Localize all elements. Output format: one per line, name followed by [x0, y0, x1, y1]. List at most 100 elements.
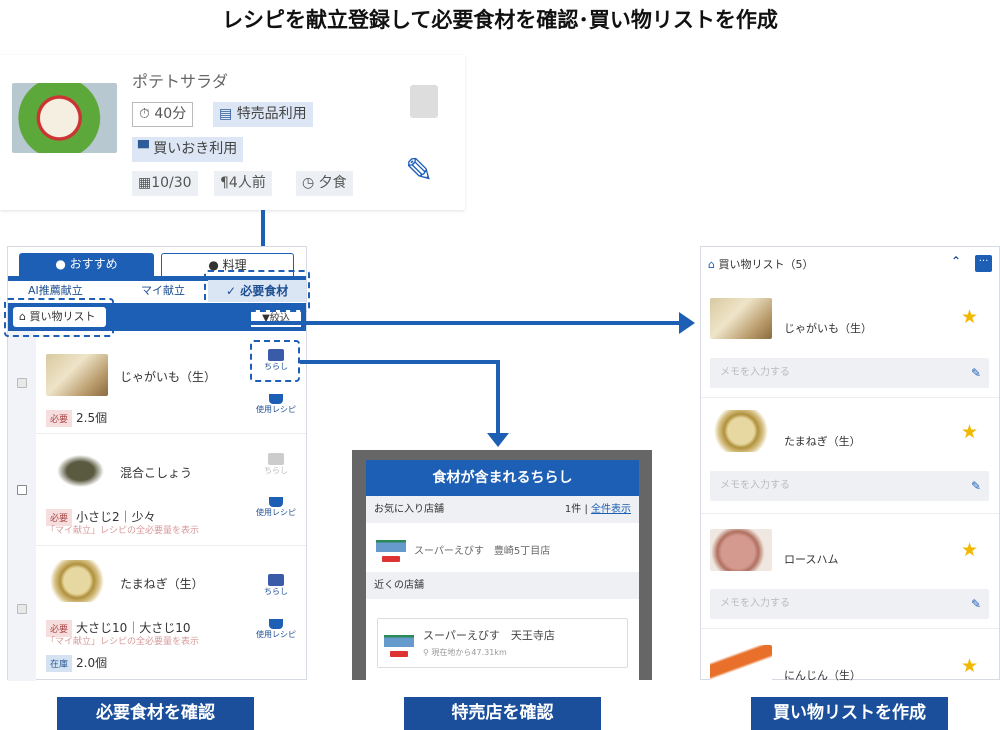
pencil-icon[interactable]: ✎: [970, 479, 981, 493]
star-icon[interactable]: ★: [961, 421, 979, 443]
stock-text: 2.0個: [76, 656, 108, 670]
memo-input[interactable]: メモを入力する✎: [710, 471, 989, 501]
amount-text: 2.5個: [76, 411, 108, 425]
item-checkbox[interactable]: [17, 485, 27, 495]
favorite-store[interactable]: スーパーえびす 豊崎5丁目店: [414, 546, 551, 557]
show-all-link[interactable]: 全件表示: [591, 504, 631, 515]
recipe-photo: [12, 83, 117, 153]
box-icon: ▀: [138, 141, 149, 157]
arrow-connector: [300, 360, 500, 364]
memo-placeholder: メモを入力する: [720, 367, 790, 378]
breadcrumb-required[interactable]: ✓ 必要食材: [208, 280, 306, 302]
flyer-button[interactable]: ちらし: [258, 349, 294, 372]
star-icon[interactable]: ★: [961, 655, 979, 677]
highlight-flyer: [250, 340, 300, 382]
clock-icon: ◷: [302, 175, 315, 191]
pot-icon: ●: [55, 257, 66, 271]
ingredient-photo: [710, 529, 772, 571]
nearby-section-header: 近くの店舗: [366, 572, 639, 599]
ingredient-photo: [46, 560, 108, 602]
arrow-head: [487, 433, 509, 447]
divider: [701, 397, 999, 398]
amount-note: 「マイ献立」レシピの全必要量を表示: [46, 526, 200, 536]
store-logo: [376, 534, 406, 564]
flyer-icon: [268, 349, 284, 361]
tab-underline: [8, 276, 306, 281]
sale-badge: ▤ 特売品利用: [213, 102, 313, 127]
used-recipe-label: 使用レシピ: [256, 405, 296, 414]
used-recipe-button[interactable]: 使用レシピ: [253, 394, 299, 415]
tab-ryori[interactable]: ● 料理: [161, 253, 294, 276]
more-menu-button[interactable]: ···: [975, 255, 992, 272]
caption-check-ingredients: 必要食材を確認: [57, 697, 254, 730]
shopping-list-panel: ⌂ 買い物リスト（5） ⌃ ··· じゃがいも（生） ★ メモを入力する ✎ たま…: [700, 246, 1000, 682]
page-title: レシピを献立登録して必要食材を確認･買い物リストを作成: [222, 8, 778, 32]
filter-icon: ▼: [262, 313, 270, 324]
item-checkbox[interactable]: [17, 378, 27, 388]
basket-icon: ⌂: [19, 310, 26, 323]
pencil-icon[interactable]: ✎: [970, 597, 981, 611]
used-recipe-button[interactable]: 使用レシピ: [253, 619, 299, 640]
shopping-list-title: ⌂ 買い物リスト（5）: [708, 256, 813, 272]
shopping-item-name: にんじん（生）: [784, 669, 861, 682]
star-icon[interactable]: ★: [961, 539, 979, 561]
flyer-icon: [268, 574, 284, 586]
highlight-required: [204, 270, 310, 312]
ingredient-photo: [710, 645, 772, 681]
amount-text: 大さじ10｜大さじ10: [76, 621, 191, 635]
calculator-icon[interactable]: [410, 85, 438, 118]
stock-text: 買いおき利用: [153, 141, 238, 157]
flyer-icon: [268, 453, 284, 465]
favorites-count: 1件: [564, 504, 582, 515]
pot-icon: [269, 394, 283, 404]
stock-tag: 在庫: [46, 655, 73, 672]
favorites-section-header: お気に入り店舗 1件 | 全件表示: [366, 496, 639, 523]
nearby-store-name: スーパーえびす 天王寺店: [423, 629, 555, 642]
flyer-popup: 食材が含まれるちらし お気に入り店舗 1件 | 全件表示 スーパーえびす 豊崎5…: [366, 460, 639, 680]
required-tag: 必要: [46, 410, 73, 427]
distance-text: 現在地から47.31km: [431, 648, 507, 657]
pencil-icon[interactable]: ✎: [405, 151, 434, 191]
star-icon[interactable]: ★: [961, 306, 979, 328]
date-badge: ▦10/30: [132, 171, 198, 196]
pencil-icon[interactable]: ✎: [970, 366, 981, 380]
checkbox-column: [8, 331, 36, 681]
tab-osusume[interactable]: ● おすすめ: [19, 253, 154, 276]
ingredient-name: じゃがいも（生）: [120, 370, 217, 384]
flyer-icon: ▤: [219, 106, 233, 122]
button-label: 買い物リスト: [29, 310, 96, 323]
flyer-label: ちらし: [264, 587, 288, 596]
date-text: 10/30: [151, 175, 192, 191]
memo-input[interactable]: メモを入力する ✎: [710, 358, 989, 388]
basket-icon: ⌂: [708, 258, 715, 271]
item-checkbox[interactable]: [17, 604, 27, 614]
used-recipe-button[interactable]: 使用レシピ: [253, 497, 299, 518]
memo-placeholder: メモを入力する: [720, 598, 790, 609]
ingredient-photo: [53, 452, 108, 490]
divider: [36, 545, 306, 546]
required-amount: 必要大さじ10｜大さじ10: [46, 617, 191, 637]
favorites-label: お気に入り店舗: [374, 504, 444, 515]
nearby-store-card[interactable]: スーパーえびす 天王寺店 ⚲ 現在地から47.31km: [377, 618, 628, 668]
memo-input[interactable]: メモを入力する ✎: [710, 589, 989, 619]
time-text: 40分: [154, 106, 187, 122]
flyer-label: ちらし: [264, 466, 288, 475]
ingredient-name: たまねぎ（生）: [120, 577, 204, 591]
divider: [36, 433, 306, 434]
recipe-name: ポテトサラダ: [132, 72, 229, 91]
shopping-list-button[interactable]: ⌂ 買い物リスト: [13, 307, 106, 327]
ingredients-panel: ● おすすめ ● 料理 AI推薦献立 マイ献立 ✓ 必要食材 ⌂ 買い物リスト …: [7, 246, 307, 681]
ingredient-photo: [710, 298, 772, 339]
shopping-item-name: たまねぎ（生）: [784, 435, 861, 448]
arrow-connector: [114, 321, 680, 325]
tab-label: おすすめ: [69, 257, 118, 271]
shopping-item-name: じゃがいも（生）: [784, 322, 872, 335]
flyer-button[interactable]: ちらし: [258, 574, 294, 597]
collapse-icon[interactable]: ⌃: [951, 254, 962, 268]
breadcrumb-my[interactable]: マイ献立: [141, 284, 185, 297]
breadcrumb-ai[interactable]: AI推薦献立: [28, 284, 83, 297]
flyer-button[interactable]: ちらし: [258, 453, 294, 476]
shopping-item-name: ロースハム: [784, 553, 839, 566]
stock-badge: ▀ 買いおき利用: [132, 137, 244, 162]
